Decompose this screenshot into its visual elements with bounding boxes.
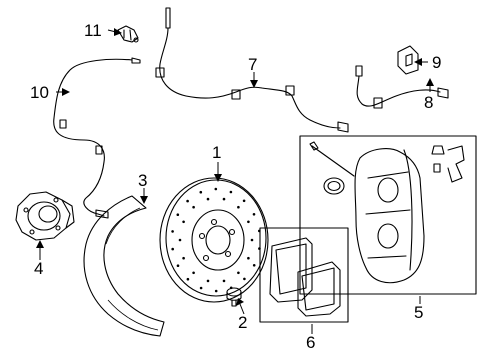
callout-7: 7 xyxy=(248,55,257,74)
rotor-screw-icon xyxy=(226,287,242,307)
callout-labels: 1 2 3 4 5 6 7 8 9 10 11 xyxy=(30,21,441,352)
rotor-hole xyxy=(252,264,256,267)
rotor-hole xyxy=(186,277,190,281)
caliper-group-box xyxy=(299,135,477,295)
callout-9: 9 xyxy=(432,53,441,72)
rotor-hole xyxy=(222,279,226,283)
pads-group-box xyxy=(259,227,349,323)
front-abs-sensor-icon xyxy=(155,7,349,133)
sensor-bracket-icon xyxy=(397,45,419,75)
rotor-hole xyxy=(199,286,203,290)
rotor-hole xyxy=(252,213,256,216)
hub-bearing-icon xyxy=(15,191,75,241)
callout-4: 4 xyxy=(34,259,43,278)
rotor-hole xyxy=(247,220,250,224)
dust-shield-icon xyxy=(83,195,165,337)
rotor-hole xyxy=(214,187,218,191)
rotor-hole xyxy=(178,238,182,242)
brake-caliper-icon xyxy=(309,141,465,284)
rotor-hole xyxy=(176,264,180,268)
rotor-hole xyxy=(243,277,246,281)
rotor-hole xyxy=(206,279,210,283)
rotor-hole xyxy=(214,289,218,293)
abs-wiring-harness-icon xyxy=(53,57,141,219)
rotor-hole xyxy=(192,271,195,275)
callout-11: 11 xyxy=(84,21,102,40)
rotor-hole xyxy=(192,205,195,209)
callout-8: 8 xyxy=(424,93,433,112)
rotor-hole xyxy=(206,197,210,201)
callout-5: 5 xyxy=(414,303,423,322)
brake-pads-icon xyxy=(269,237,341,317)
rotor-hole xyxy=(237,205,240,209)
callout-2: 2 xyxy=(238,313,247,332)
rotor-hole xyxy=(186,199,189,203)
rotor-hole xyxy=(176,213,180,216)
callout-10: 10 xyxy=(30,83,49,102)
brake-rotor-icon xyxy=(159,177,269,303)
leader-lines xyxy=(36,28,434,334)
rotor-hole xyxy=(171,247,174,251)
rotor-hole xyxy=(242,199,246,203)
callout-1: 1 xyxy=(212,143,221,162)
callout-3: 3 xyxy=(138,171,147,190)
rotor-hole xyxy=(182,256,185,260)
rotor-hole xyxy=(199,190,203,194)
rotor-hole xyxy=(237,271,240,275)
rotor-hole xyxy=(222,197,226,201)
callout-6: 6 xyxy=(306,333,315,352)
rotor-hole xyxy=(171,230,174,233)
rotor-hole xyxy=(182,220,185,224)
pad-wear-sensor-icon xyxy=(355,65,449,109)
rotor-hole xyxy=(229,190,233,194)
harness-clip-icon xyxy=(117,25,139,43)
rotor-hole xyxy=(250,238,254,242)
rotor-hole xyxy=(247,256,250,260)
